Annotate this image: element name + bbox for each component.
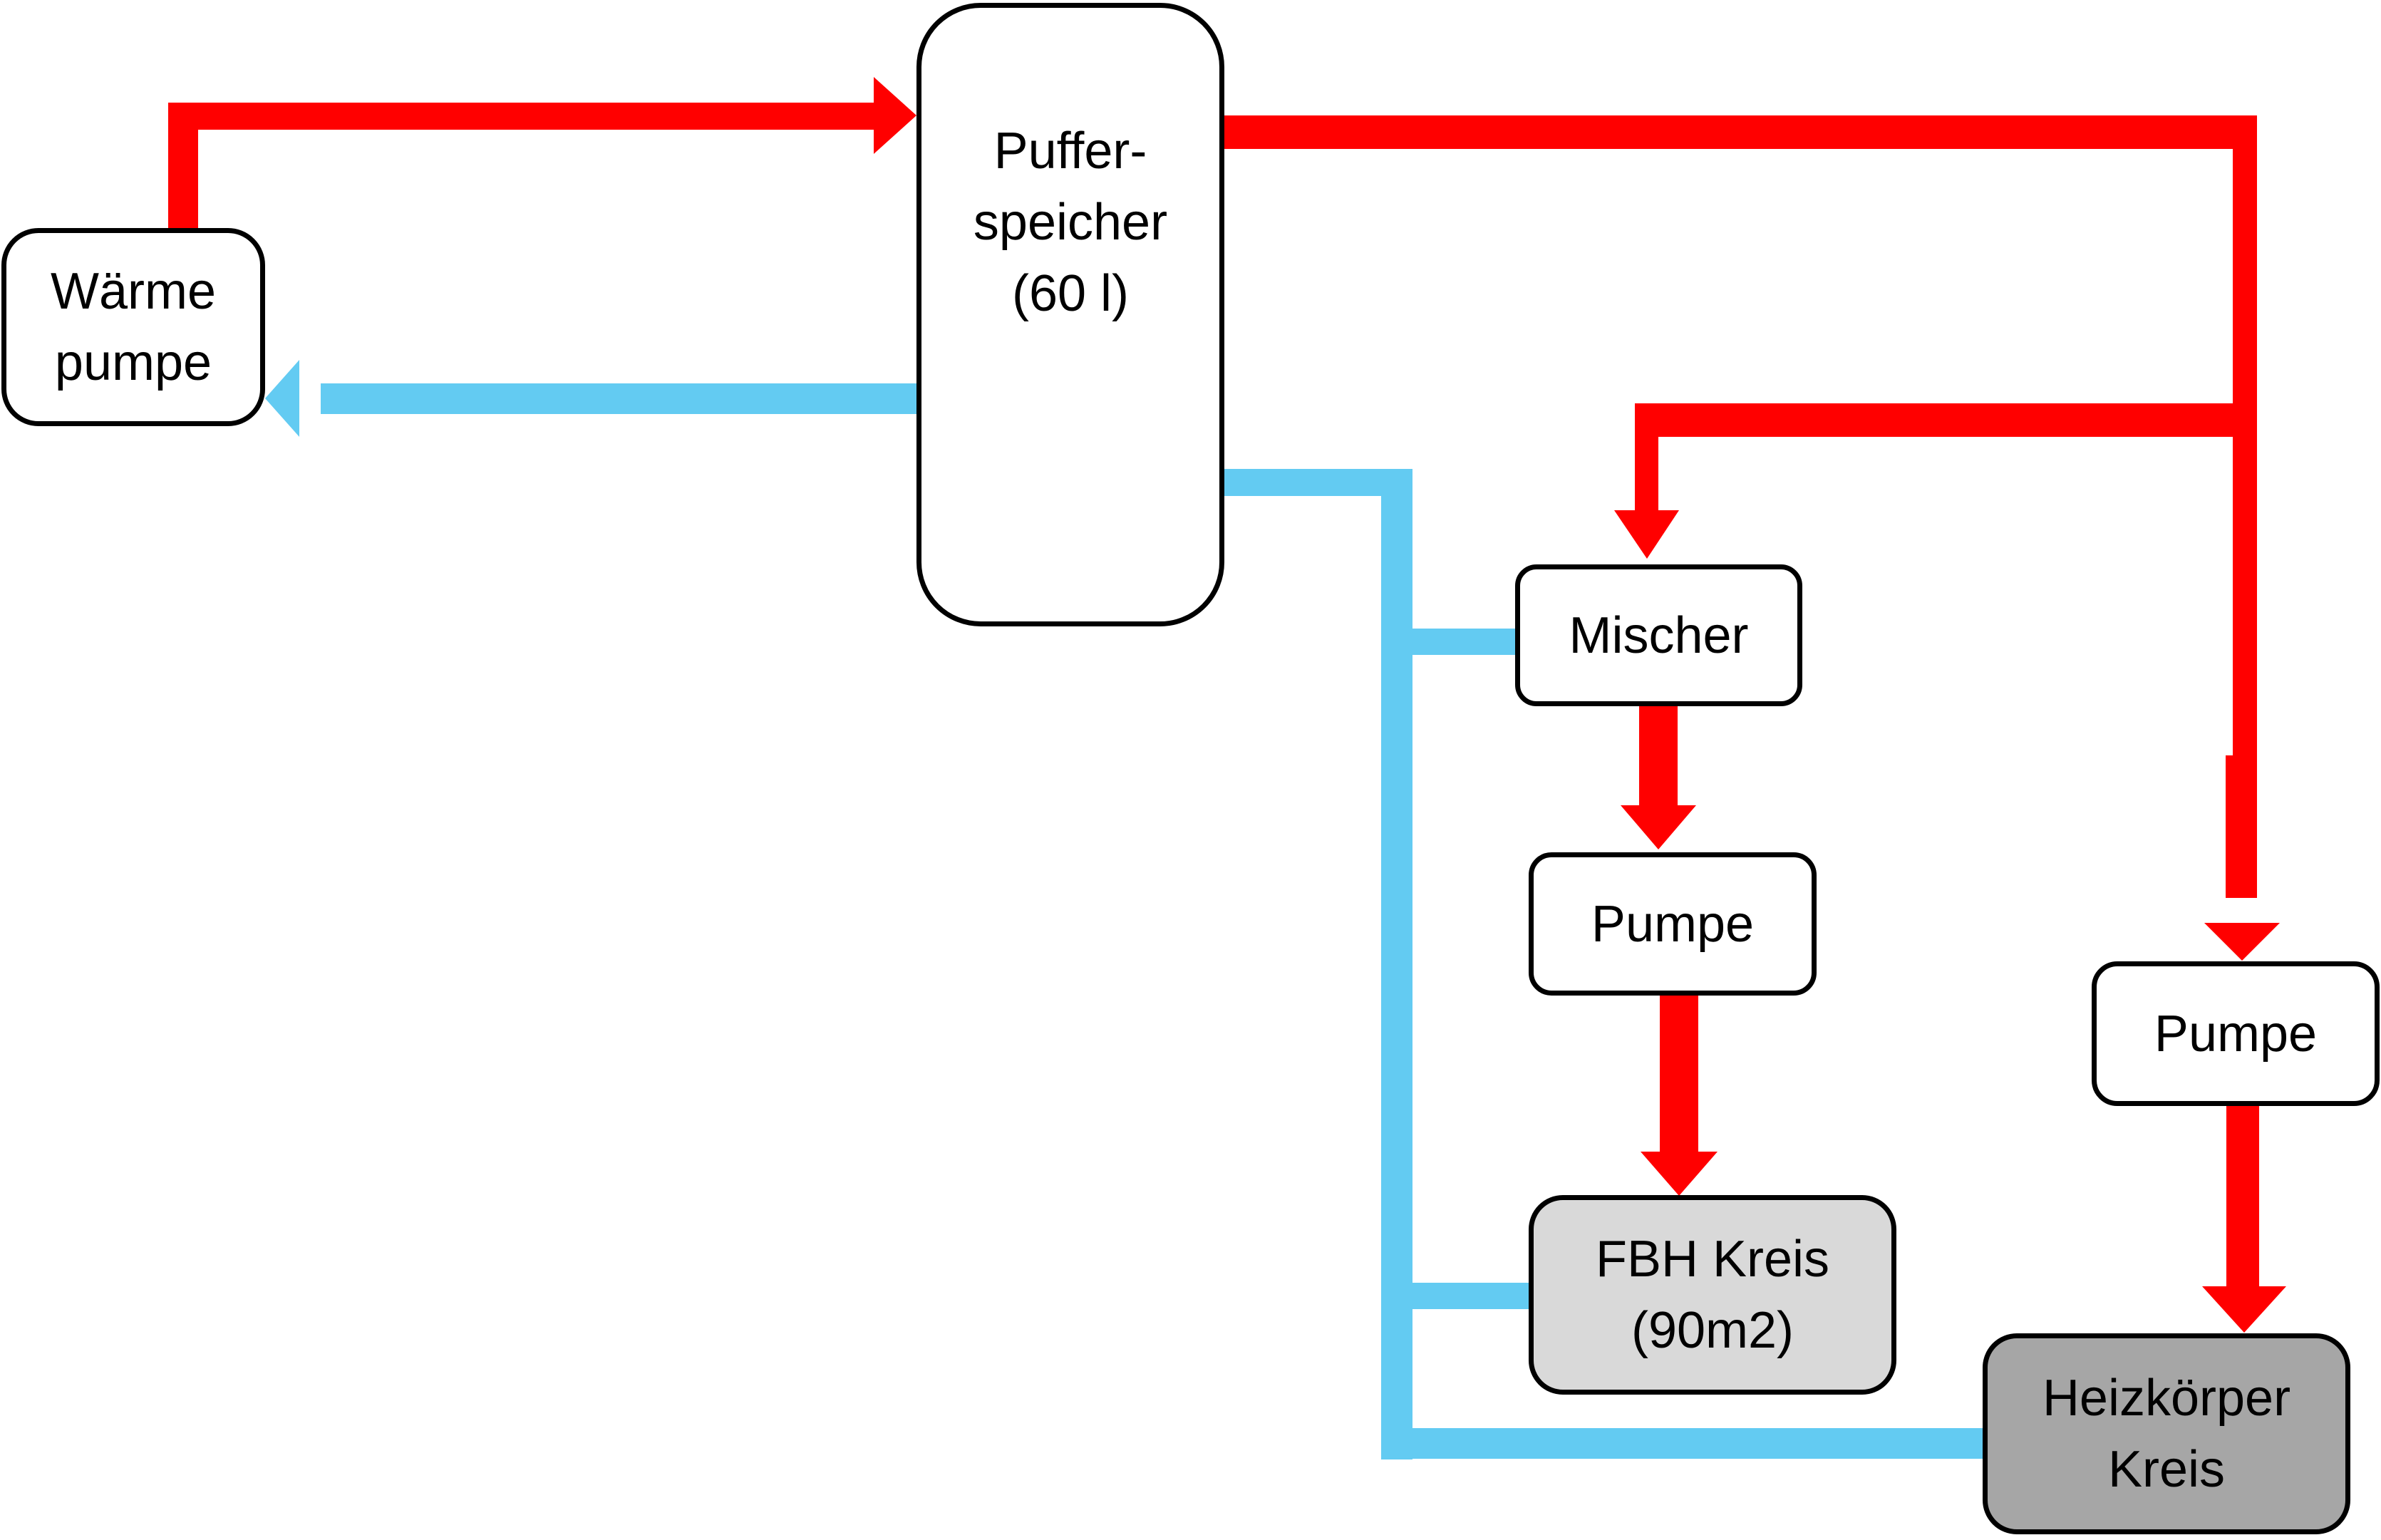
pufferspeicher-label-line1: Puffer-	[993, 122, 1147, 180]
pufferspeicher-label-line2: speicher	[973, 193, 1168, 251]
pufferspeicher-label-line3: (60 l)	[1011, 264, 1130, 322]
node-pufferspeicher: Puffer- speicher (60 l)	[916, 3, 1224, 626]
cold-pipe-from-mischer	[1397, 629, 1518, 655]
heizkoerper-kreis-label-line1: Heizkörper	[2042, 1370, 2291, 1427]
node-pumpe-heizkoerper: Pumpe	[2092, 961, 2380, 1106]
hot-arrowhead-mischer	[1614, 510, 1679, 559]
hot-arrowhead-pumpe-fbh	[1621, 805, 1696, 849]
node-waermepumpe: Wärme pumpe	[1, 228, 265, 426]
cold-pipe-puffer-outlet	[1223, 469, 1412, 496]
pumpe-fbh-label: Pumpe	[1591, 895, 1755, 953]
cold-pipe-puffer-to-waermepumpe	[321, 383, 918, 414]
hot-pipe-pumpe-fbh	[1660, 994, 1698, 1154]
fbh-kreis-label-line2: (90m2)	[1631, 1302, 1794, 1359]
hot-pipe-down-mischer	[1635, 403, 1658, 510]
hot-pipe-right-trunk-lower	[2226, 755, 2257, 898]
cold-pipe-from-fbh	[1397, 1283, 1532, 1309]
hot-arrowhead-fbh	[1641, 1152, 1718, 1196]
cold-pipe-collector-vertical	[1381, 469, 1412, 1459]
hot-arrowhead-heizkoerper	[2202, 1286, 2286, 1333]
hot-pipe-branch-mischer	[1635, 403, 2241, 437]
heizkoerper-kreis-label-line2: Kreis	[2107, 1441, 2226, 1498]
waermepumpe-label-line2: pumpe	[54, 334, 212, 391]
node-pumpe-fbh: Pumpe	[1529, 852, 1817, 996]
cold-return-pipes	[265, 360, 1987, 1459]
node-heizkoerper-kreis: Heizkörper Kreis	[1983, 1333, 2350, 1534]
hot-arrowhead-pumpe-hk	[2204, 923, 2280, 961]
cold-pipe-from-heizkoerper	[1381, 1428, 1987, 1459]
hot-pipe-mischer-pumpe	[1639, 706, 1678, 811]
waermepumpe-label-line1: Wärme	[51, 263, 216, 320]
hot-pipe-waermepumpe-top	[168, 103, 877, 130]
fbh-kreis-label-line1: FBH Kreis	[1595, 1231, 1830, 1288]
hot-pipe-pumpe-heizkoerper	[2226, 1105, 2259, 1290]
pumpe-heizkoerper-label: Pumpe	[2154, 1005, 2318, 1063]
node-mischer: Mischer	[1515, 564, 1802, 706]
mischer-label: Mischer	[1569, 606, 1749, 664]
cold-arrowhead-waermepumpe	[265, 360, 299, 437]
hot-pipe-puffer-outlet	[1223, 115, 2257, 149]
hot-arrowhead-puffer	[874, 77, 916, 154]
hot-supply-pipes	[168, 77, 2286, 1333]
node-fbh-kreis: FBH Kreis (90m2)	[1529, 1195, 1896, 1395]
